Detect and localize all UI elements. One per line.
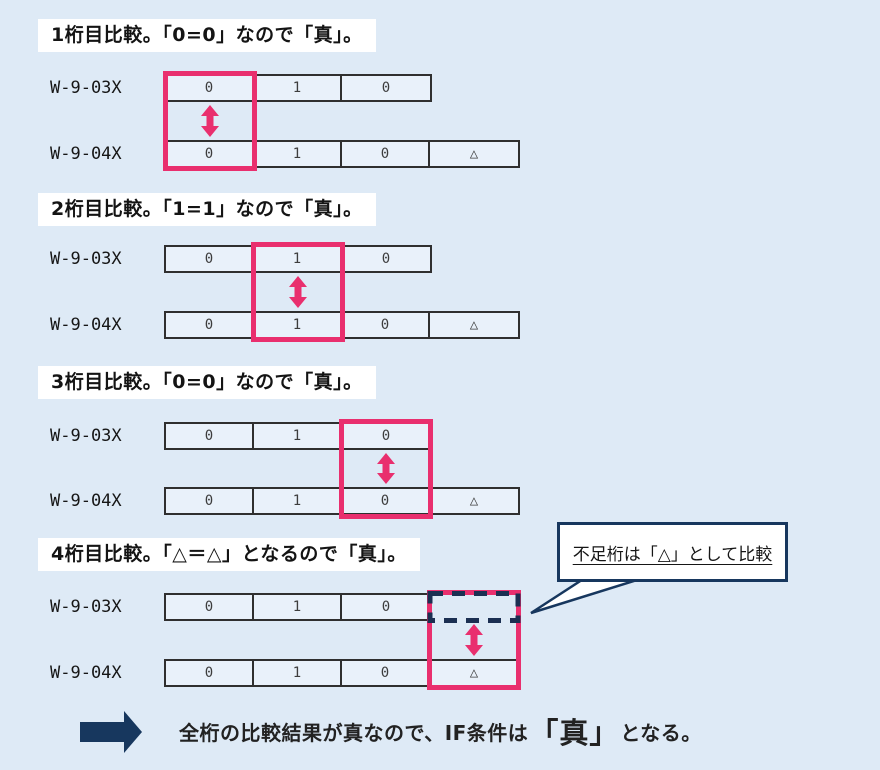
conclusion-arrow-icon — [80, 711, 142, 753]
row-label-w903x: W-9-03X — [50, 597, 122, 617]
digit-cell: △ — [469, 665, 479, 681]
digit-cell: 0 — [381, 80, 391, 96]
row-label-w903x: W-9-03X — [50, 78, 122, 98]
digit-cell: 1 — [254, 142, 342, 166]
row-label-w903x: W-9-03X — [50, 249, 122, 269]
digit-cell: 1 — [254, 489, 342, 513]
row-label-w904x: W-9-04X — [50, 663, 122, 683]
digit-cell: 0 — [166, 424, 254, 448]
digit-cell: 1 — [254, 76, 342, 100]
digit-cell: △ — [469, 493, 479, 509]
highlight-box-digit4 — [427, 590, 521, 690]
conclusion-emphasis: 「真」 — [529, 716, 620, 750]
digit-cell: 1 — [254, 424, 342, 448]
row-label-w904x: W-9-04X — [50, 144, 122, 164]
digit-cell: 0 — [342, 142, 430, 166]
row-label-w904x: W-9-04X — [50, 491, 122, 511]
conclusion-text-before: 全桁の比較結果が真なので、IF条件は — [179, 720, 529, 745]
row-label-w903x: W-9-03X — [50, 426, 122, 446]
digit-cell: △ — [469, 146, 479, 162]
digit-cell: 0 — [381, 599, 391, 615]
section1-label: 1桁目比較。「0=0」なので「真」。 — [38, 19, 376, 52]
digit-cell: 0 — [166, 661, 254, 685]
digit-cell: 0 — [166, 313, 254, 337]
digit-cell: 0 — [342, 313, 430, 337]
digit-cell: 0 — [166, 595, 254, 619]
digit-cell: 1 — [254, 661, 342, 685]
digit-cell: △ — [469, 317, 479, 333]
digit-cell: 1 — [254, 595, 342, 619]
digit-cell: 0 — [381, 251, 391, 267]
digit-cell: 0 — [381, 428, 391, 444]
highlight-box-digit2 — [251, 242, 345, 342]
highlight-box-digit3 — [339, 419, 433, 519]
value-row-w903x: 0 1 0 — [164, 593, 432, 621]
digit-cell: 0 — [342, 661, 430, 685]
highlight-box-digit1 — [163, 71, 257, 171]
section3-label: 3桁目比較。「0=0」なので「真」。 — [38, 366, 376, 399]
digit-cell: 0 — [166, 247, 254, 271]
conclusion-line: 全桁の比較結果が真なので、IF条件は 「真」 となる。 — [179, 707, 702, 755]
section2-label: 2桁目比較。「1=1」なので「真」。 — [38, 193, 376, 226]
value-row-w903x: 0 1 0 — [164, 245, 432, 273]
section4-label: 4桁目比較。「△＝△」となるので「真」。 — [38, 538, 420, 571]
conclusion-text-after: となる。 — [620, 720, 702, 745]
callout-text: 不足桁は「△」として比較 — [572, 544, 773, 565]
value-row-w904x: 0 1 0 △ — [164, 659, 520, 687]
digit-cell: 0 — [166, 489, 254, 513]
row-label-w904x: W-9-04X — [50, 315, 122, 335]
callout-bubble: 不足桁は「△」として比較 — [557, 522, 788, 582]
value-row-w903x: 0 1 0 — [164, 74, 432, 102]
